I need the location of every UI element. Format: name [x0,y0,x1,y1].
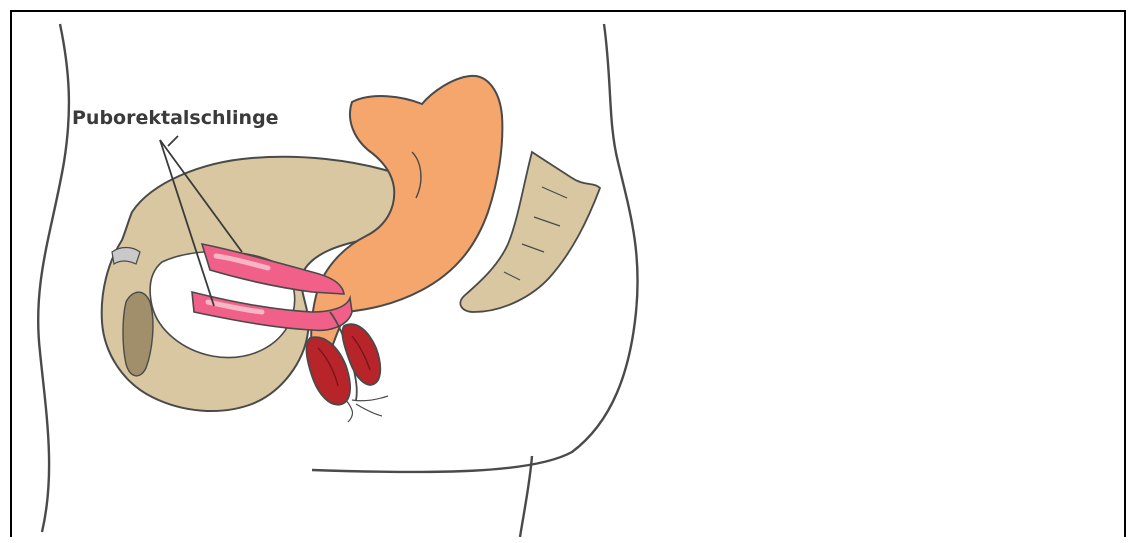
anal-sphincter-left [306,337,350,404]
pubic-symphysis [112,248,140,265]
pelvic-anatomy-illustration: Puborektalschlinge [12,12,1126,537]
anal-opening-lines [346,396,388,422]
puborektalschlinge-label: Puborektalschlinge [72,107,279,129]
callout-line-branch [168,136,178,146]
figure-frame: Puborektalschlinge [10,10,1126,537]
body-outline-front [38,24,69,532]
thigh-crease [520,456,532,537]
